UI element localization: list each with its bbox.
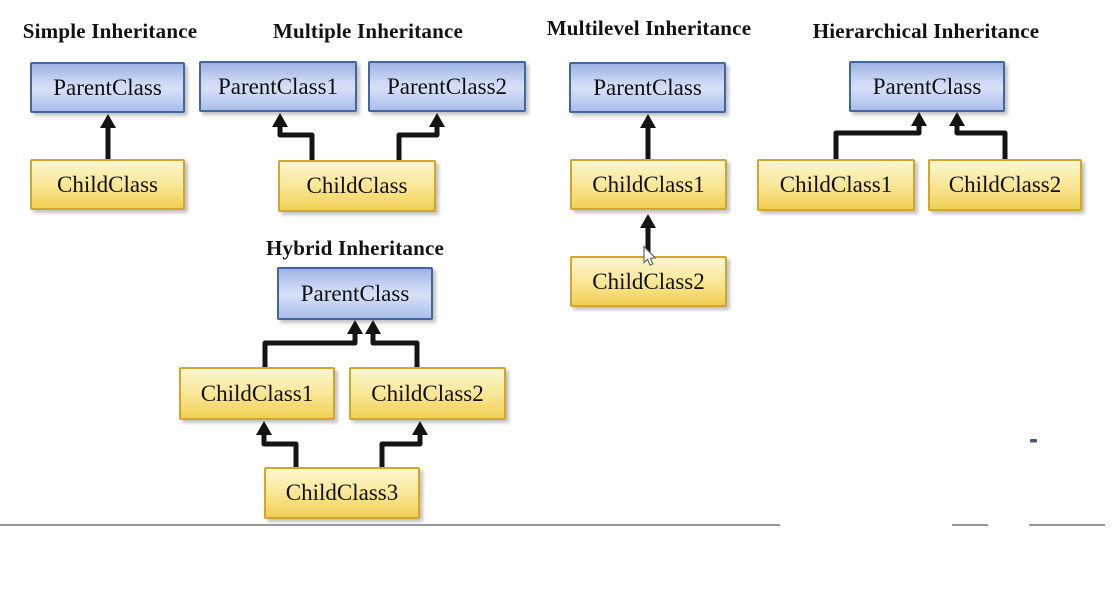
multilevel-inheritance-title: Multilevel Inheritance <box>546 16 752 40</box>
arrow-hybrid-child2-to-parent <box>365 320 420 367</box>
multilevel-childclass2-node: ChildClass2 <box>570 256 727 307</box>
multilevel-parentclass-node: ParentClass <box>569 62 726 113</box>
hierarchical-childclass1-node: ChildClass1 <box>757 159 915 211</box>
hierarchical-childclass2-node: ChildClass2 <box>928 159 1082 211</box>
arrow-simple-child-to-parent <box>100 114 116 159</box>
multilevel-childclass1-node: ChildClass1 <box>570 159 727 210</box>
simple-childclass-node: ChildClass <box>30 159 185 210</box>
multiple-parentclass1-node: ParentClass1 <box>199 61 357 112</box>
arrow-hybrid-child3-to-child1 <box>256 421 299 467</box>
simple-parentclass-node: ParentClass <box>30 62 185 113</box>
hierarchical-inheritance-title: Hierarchical Inheritance <box>812 19 1040 43</box>
hybrid-childclass2-node: ChildClass2 <box>349 367 506 420</box>
hybrid-childclass3-node: ChildClass3 <box>264 467 420 519</box>
arrow-hybrid-child1-to-parent <box>262 320 363 367</box>
artifact-dash <box>1030 439 1037 443</box>
multiple-parentclass2-node: ParentClass2 <box>368 61 526 112</box>
arrow-hybrid-child3-to-child2 <box>379 421 428 467</box>
multiple-inheritance-title: Multiple Inheritance <box>272 19 464 43</box>
arrow-multilevel-child1-to-parent <box>640 114 656 159</box>
arrow-hierarchical-child1-to-parent <box>833 112 927 159</box>
hybrid-childclass1-node: ChildClass1 <box>179 367 335 420</box>
hybrid-inheritance-title: Hybrid Inheritance <box>265 236 445 260</box>
arrow-multilevel-child2-to-child1 <box>640 214 656 256</box>
hybrid-parentclass-node: ParentClass <box>277 267 433 320</box>
arrow-multiple-child-to-parent1 <box>272 113 315 160</box>
hierarchical-parentclass-node: ParentClass <box>849 61 1005 112</box>
arrow-multiple-child-to-parent2 <box>396 113 445 160</box>
multiple-childclass-node: ChildClass <box>278 160 436 212</box>
arrow-hierarchical-child2-to-parent <box>949 112 1008 159</box>
simple-inheritance-title: Simple Inheritance <box>22 19 198 43</box>
